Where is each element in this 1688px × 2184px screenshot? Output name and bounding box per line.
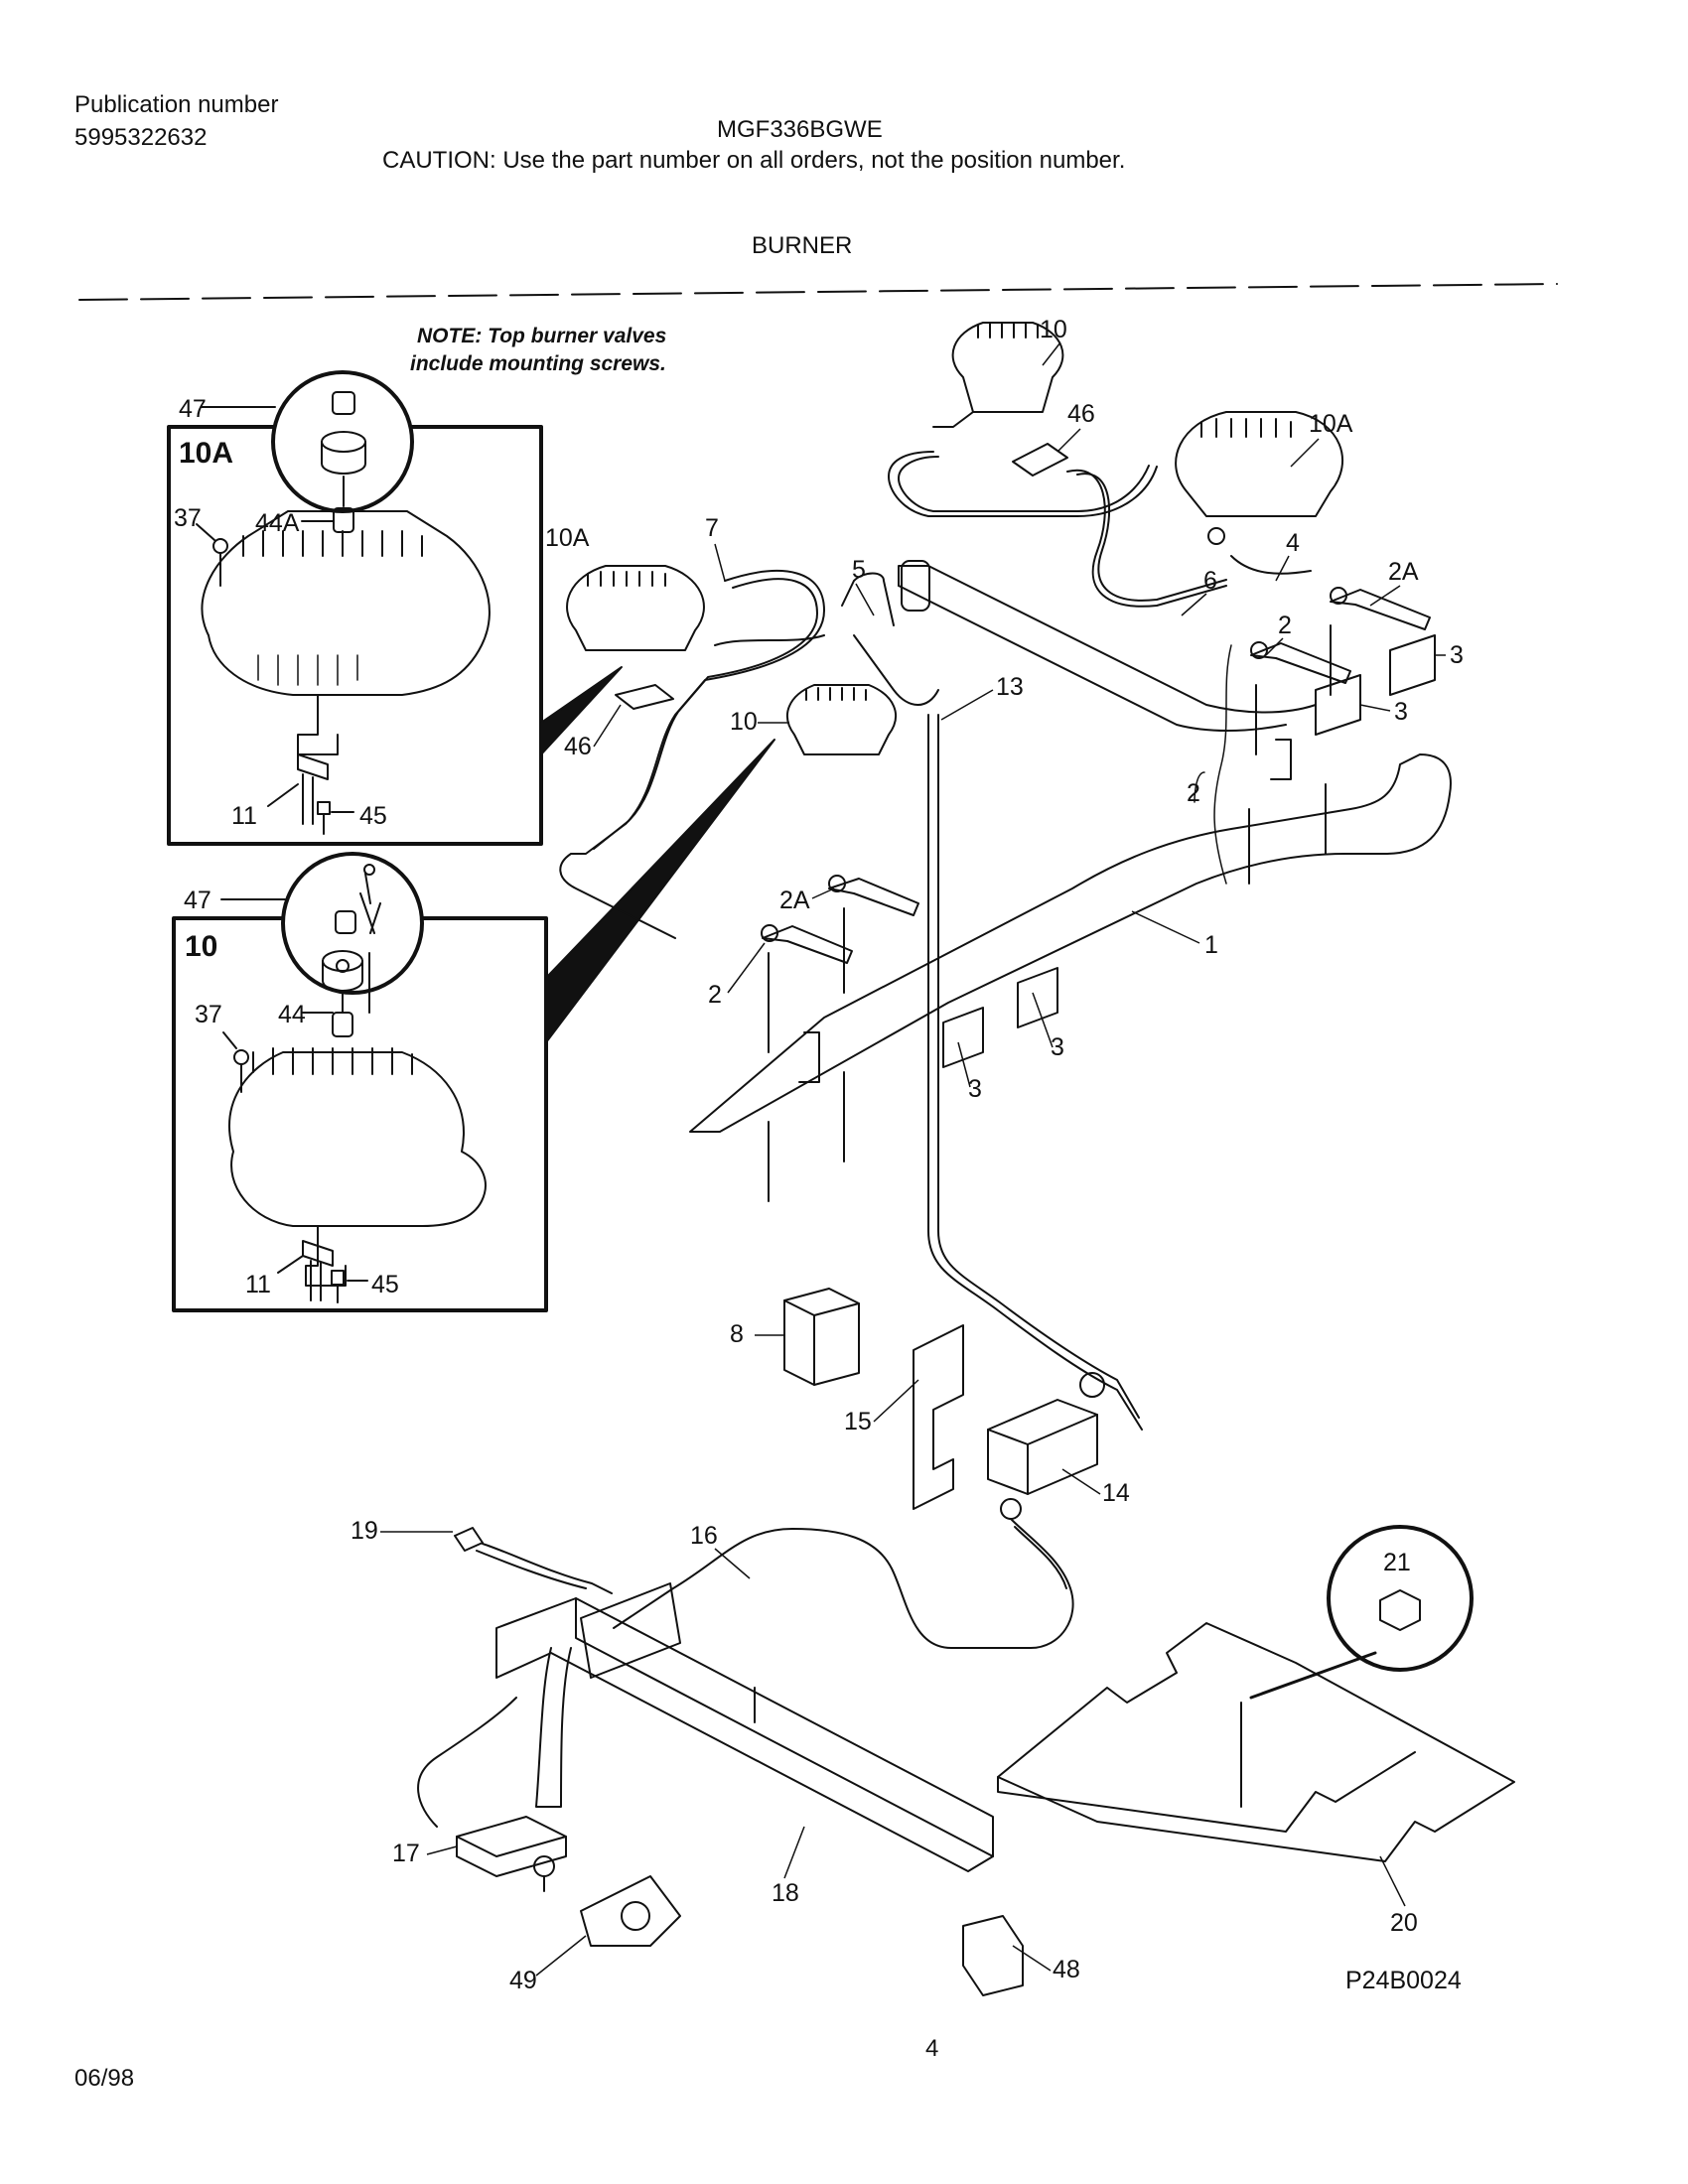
inset-10A-pointer: [540, 666, 623, 755]
footer-date: 06/98: [74, 2065, 135, 2092]
part-15-bracket: [913, 1324, 964, 1510]
callout-3-d: 3: [968, 1075, 982, 1103]
callout-15: 15: [844, 1408, 872, 1435]
part-49-plate: [580, 1875, 681, 1947]
callout-19: 19: [351, 1517, 378, 1545]
bracket-3-a: [1389, 634, 1436, 696]
callout-48: 48: [1053, 1956, 1080, 1983]
callout-10A-left: 10A: [545, 524, 590, 552]
pilot-17: [456, 1816, 567, 1857]
callout-49: 49: [509, 1967, 537, 1994]
model-number: MGF336BGWE: [717, 116, 883, 143]
callout-46-top: 46: [1067, 400, 1095, 428]
page-number: 4: [925, 2035, 939, 2062]
callout-6: 6: [1203, 567, 1217, 595]
gas-pipe-13: [927, 714, 1143, 1431]
bracket-3-b: [1315, 674, 1361, 736]
label-37-10A: 37: [174, 504, 202, 532]
callout-5: 5: [852, 556, 866, 584]
part-19-harness: [454, 1527, 613, 1594]
valve-2-right: [1250, 641, 1351, 684]
label-44A: 44A: [255, 509, 300, 537]
burner-10A-left: [566, 565, 705, 651]
clip-46-top: [1012, 443, 1068, 477]
oven-burner-18: [495, 1597, 994, 1872]
label-11-10A: 11: [231, 802, 257, 830]
callout-13: 13: [996, 673, 1024, 701]
figure-code: P24B0024: [1345, 1967, 1462, 1994]
inset-10-magnifier: [281, 852, 424, 995]
burner-10-top: [951, 322, 1064, 413]
valve-2A-mid: [828, 875, 919, 916]
callout-10-mid: 10: [730, 708, 758, 736]
callout-10-top: 10: [1040, 316, 1067, 343]
inset-10-pointer: [545, 739, 775, 1043]
publication-label: Publication number: [74, 91, 279, 118]
label-45-10A: 45: [359, 802, 387, 830]
inset-10A-burner-body: [201, 510, 491, 696]
part-48-bracket: [962, 1915, 1024, 1996]
callout-1: 1: [1204, 931, 1218, 959]
label-45-10: 45: [371, 1271, 399, 1298]
callout-21: 21: [1383, 1549, 1411, 1576]
callout-7: 7: [705, 514, 719, 542]
callout-3-a: 3: [1450, 641, 1464, 669]
callout-46-left: 46: [564, 733, 592, 760]
bracket-3-d: [942, 1007, 984, 1068]
callout-3-b: 3: [1394, 698, 1408, 726]
burner-10-mid: [785, 684, 898, 755]
label-47-10: 47: [184, 887, 211, 914]
inset-10A-title: 10A: [179, 437, 233, 470]
part-8-module: [783, 1288, 860, 1386]
callout-20: 20: [1390, 1909, 1418, 1937]
section-divider: [78, 283, 1558, 301]
valve-2A-right: [1330, 587, 1431, 630]
callout-3-c: 3: [1051, 1033, 1064, 1061]
manifold-pipe-1: [689, 753, 1452, 1133]
label-37-10: 37: [195, 1001, 222, 1028]
callout-2-brace: 2: [1187, 779, 1200, 807]
callout-2-right: 2: [1278, 612, 1292, 639]
inset-10-title: 10: [185, 930, 217, 963]
note-line-1: NOTE: Top burner valves: [417, 325, 666, 347]
part-14-regulator: [987, 1399, 1098, 1495]
callout-2A-right: 2A: [1388, 558, 1419, 586]
section-title: BURNER: [752, 232, 853, 259]
valve-2-mid: [761, 924, 853, 964]
label-11-10: 11: [245, 1271, 271, 1298]
callout-10A-right: 10A: [1309, 410, 1353, 438]
note-line-2: include mounting screws.: [410, 352, 666, 375]
clip-46-left: [615, 684, 674, 710]
label-47-10A: 47: [179, 395, 207, 423]
bracket-3-c: [1017, 967, 1058, 1028]
callout-8: 8: [730, 1320, 744, 1348]
callout-14: 14: [1102, 1479, 1130, 1507]
publication-number: 5995322632: [74, 124, 208, 151]
bottom-pan-20: [997, 1622, 1515, 1862]
callout-18: 18: [772, 1879, 799, 1907]
burner-10A-right: [1175, 411, 1344, 517]
label-44: 44: [278, 1001, 306, 1028]
inset-10-burner-body: [228, 1051, 487, 1227]
part-21-magnifier: [1327, 1525, 1474, 1672]
callout-4: 4: [1286, 529, 1300, 557]
caution-text: CAUTION: Use the part number on all orde…: [382, 147, 1126, 174]
callout-17: 17: [392, 1840, 420, 1867]
callout-2-mid: 2: [708, 981, 722, 1009]
igniter-housing: [580, 1582, 681, 1679]
callout-16: 16: [690, 1522, 718, 1550]
callout-2A-mid: 2A: [779, 887, 810, 914]
